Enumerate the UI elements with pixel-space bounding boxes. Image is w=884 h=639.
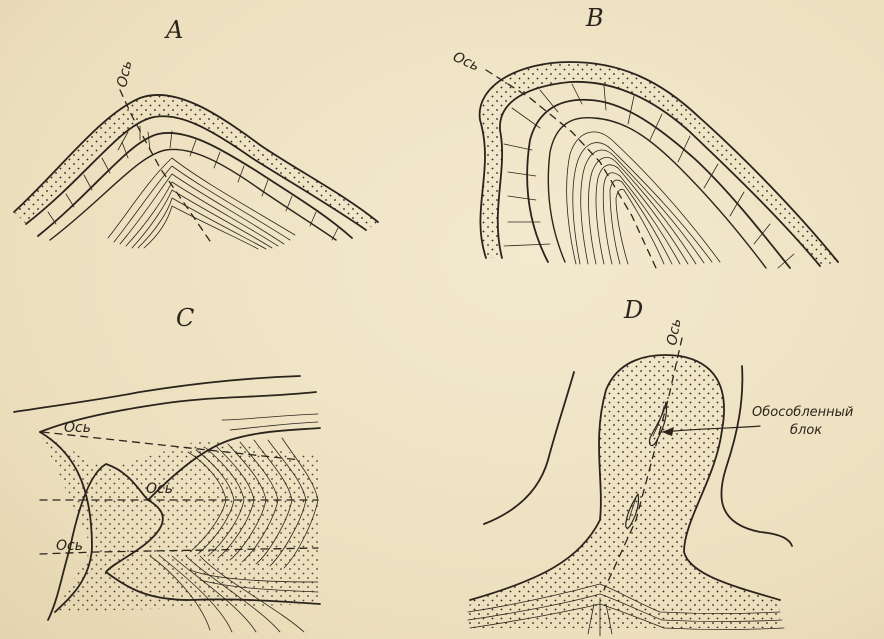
panel-a-axis-label: Ось xyxy=(114,59,135,89)
annotation-line-2: блок xyxy=(790,423,822,438)
panel-d-letter: D xyxy=(623,296,643,324)
panel-c-letter: C xyxy=(176,304,194,332)
panel-c: C xyxy=(14,304,320,632)
panel-a-letter: A xyxy=(164,16,183,44)
panel-b-sand-layer xyxy=(480,62,838,266)
panel-b-axis-label: Ось xyxy=(450,49,481,75)
annotation-line-1: Обособленный xyxy=(752,405,853,420)
panel-c-sand-layer xyxy=(40,432,320,612)
panel-b-letter: B xyxy=(585,4,604,32)
panel-d: D Ось Обособленный блок xyxy=(468,296,853,636)
panel-c-axis-label-top: Ось xyxy=(64,420,91,436)
panel-a: A Ось xyxy=(14,16,378,249)
panel-c-axis-label-middle: Ось xyxy=(146,481,173,497)
panel-b: B Ось xyxy=(450,4,838,268)
panel-c-axis-label-bottom: Ось xyxy=(56,538,83,554)
panel-d-sand-layer xyxy=(468,355,780,628)
